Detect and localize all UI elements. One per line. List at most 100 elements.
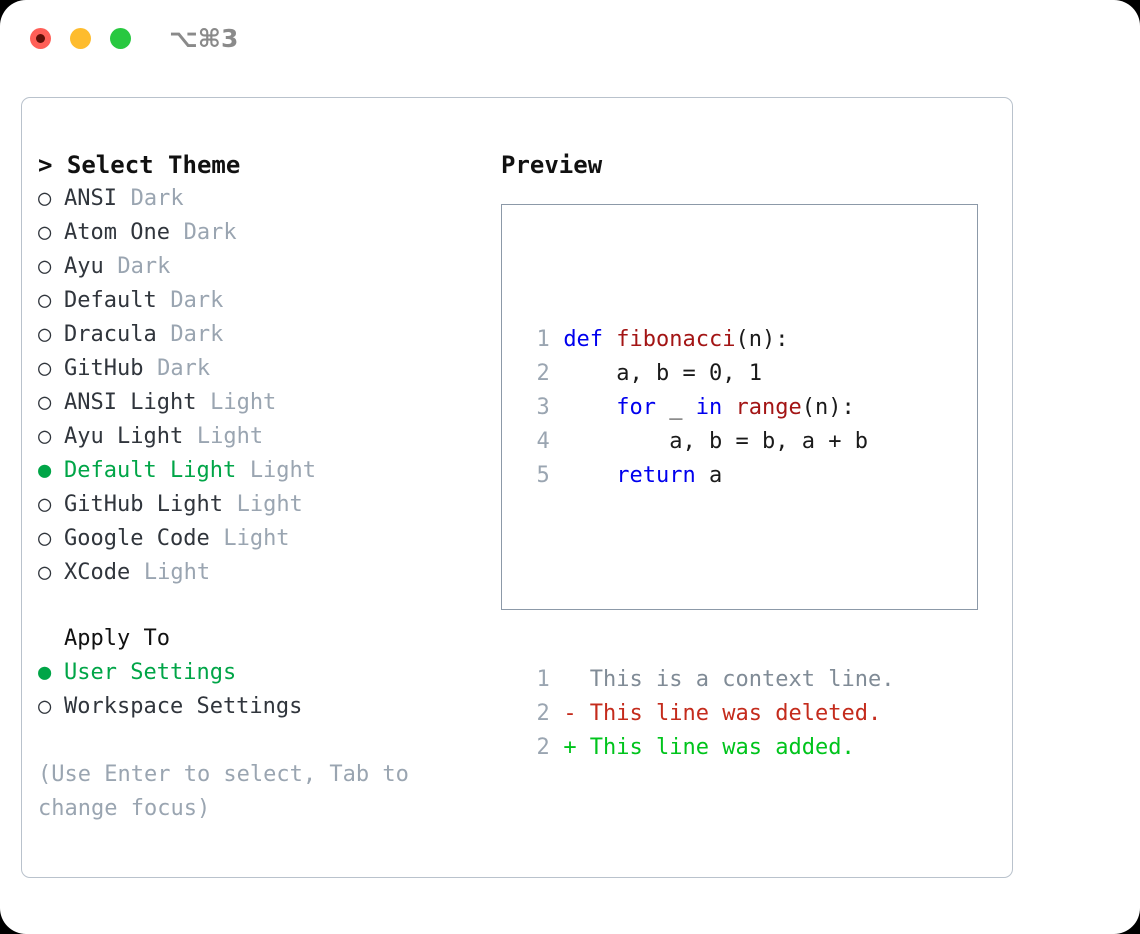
- code-line-text: a, b = b, a + b: [563, 425, 868, 459]
- theme-name-label: Ayu: [64, 254, 104, 279]
- code-line: 4 a, b = b, a + b: [520, 425, 894, 459]
- diff-line-number: 2: [536, 701, 550, 726]
- diff-line: 2 - This line was deleted.: [520, 697, 894, 731]
- code-line-text: a, b = 0, 1: [563, 357, 762, 391]
- code-diff-spacer: [520, 561, 894, 595]
- code-line-text: for _ in range(n):: [563, 391, 854, 425]
- code-token: a: [709, 463, 723, 488]
- diff-line-text-del: - This line was deleted.: [563, 701, 882, 726]
- code-token: return: [616, 463, 710, 488]
- apply-to-heading: Apply To: [64, 626, 170, 651]
- radio-unselected-icon[interactable]: ○: [38, 390, 52, 415]
- code-token: [563, 463, 616, 488]
- theme-name-label: GitHub: [64, 356, 144, 381]
- code-line: 2 a, b = 0, 1: [520, 357, 894, 391]
- preview-heading: Preview: [501, 151, 603, 179]
- code-token: [563, 395, 616, 420]
- code-token: (n):: [801, 395, 855, 420]
- theme-variant-badge: Dark: [117, 254, 171, 279]
- code-line-number: 5: [536, 463, 550, 488]
- radio-unselected-icon[interactable]: ○: [38, 220, 52, 245]
- theme-variant-badge: Light: [210, 390, 277, 415]
- radio-selected-icon[interactable]: ●: [38, 660, 52, 685]
- theme-name-label: ANSI Light: [64, 390, 197, 415]
- theme-name-label: Dracula: [64, 322, 157, 347]
- apply-to-option-workspace-settings[interactable]: ○ Workspace Settings: [38, 690, 488, 724]
- title-bar: ⌥⌘3: [0, 0, 1140, 78]
- radio-unselected-icon[interactable]: ○: [38, 560, 52, 585]
- code-token: (n):: [735, 327, 789, 352]
- radio-unselected-icon[interactable]: ○: [38, 186, 52, 211]
- theme-option-google-code[interactable]: ○ Google Code Light: [38, 522, 488, 556]
- diff-block: 1 This is a context line. 2 - This line wa…: [520, 663, 894, 765]
- theme-name-label: Google Code: [64, 526, 210, 551]
- theme-option-default-light[interactable]: ● Default Light Light: [38, 454, 488, 488]
- code-line-number: 3: [536, 395, 550, 420]
- theme-name-label: XCode: [64, 560, 131, 585]
- theme-variant-badge: Light: [223, 526, 290, 551]
- minimize-window-button[interactable]: [70, 28, 91, 49]
- apply-to-option-user-settings[interactable]: ● User Settings: [38, 656, 488, 690]
- theme-option-ansi[interactable]: ○ ANSI Dark: [38, 182, 488, 216]
- diff-line-text-ctx: This is a context line.: [563, 667, 895, 692]
- theme-option-xcode[interactable]: ○ XCode Light: [38, 556, 488, 590]
- diff-line: 1 This is a context line.: [520, 663, 894, 697]
- theme-variant-badge: Light: [196, 424, 264, 449]
- radio-unselected-icon[interactable]: ○: [38, 694, 52, 719]
- section-divider: [38, 590, 488, 622]
- code-token: a, b = b, a + b: [563, 429, 868, 454]
- traffic-lights: [30, 28, 131, 49]
- code-token: def: [563, 327, 617, 352]
- theme-name-label: Default: [64, 288, 157, 313]
- select-theme-heading: > Select Theme: [38, 151, 241, 179]
- code-token: for: [616, 395, 670, 420]
- theme-option-dracula[interactable]: ○ Dracula Dark: [38, 318, 488, 352]
- radio-unselected-icon[interactable]: ○: [38, 322, 52, 347]
- theme-variant-badge: Light: [143, 560, 211, 585]
- theme-name-label: Atom One: [64, 220, 170, 245]
- maximize-window-button[interactable]: [110, 28, 131, 49]
- radio-unselected-icon[interactable]: ○: [38, 492, 52, 517]
- radio-selected-icon[interactable]: ●: [38, 458, 52, 483]
- theme-option-ayu[interactable]: ○ Ayu Dark: [38, 250, 488, 284]
- radio-unselected-icon[interactable]: ○: [38, 288, 52, 313]
- code-line-number: 2: [536, 361, 550, 386]
- keyboard-hint-text: (Use Enter to select, Tab to change focu…: [38, 762, 409, 821]
- theme-variant-badge: Dark: [157, 356, 211, 381]
- radio-unselected-icon[interactable]: ○: [38, 526, 52, 551]
- theme-option-github[interactable]: ○ GitHub Dark: [38, 352, 488, 386]
- close-window-button[interactable]: [30, 28, 51, 49]
- theme-option-ansi-light[interactable]: ○ ANSI Light Light: [38, 386, 488, 420]
- code-token: range: [735, 395, 802, 420]
- theme-name-label: Default Light: [64, 458, 237, 483]
- apply-to-label: Workspace Settings: [64, 694, 303, 719]
- radio-unselected-icon[interactable]: ○: [38, 254, 52, 279]
- code-line-text: return a: [563, 459, 722, 493]
- theme-variant-badge: Light: [249, 458, 317, 483]
- theme-name-label: ANSI: [64, 186, 117, 211]
- apply-to-label: User Settings: [64, 660, 237, 685]
- theme-name-label: GitHub Light: [64, 492, 223, 517]
- code-line-text: def fibonacci(n):: [563, 323, 788, 357]
- code-line-number: 4: [536, 429, 550, 454]
- radio-unselected-icon[interactable]: ○: [38, 424, 52, 449]
- keyboard-shortcut-label: ⌥⌘3: [169, 24, 239, 53]
- code-token: _: [669, 395, 696, 420]
- radio-unselected-icon[interactable]: ○: [38, 356, 52, 381]
- code-token: in: [695, 395, 736, 420]
- theme-variant-badge: Dark: [170, 322, 224, 347]
- code-token: fibonacci: [616, 327, 736, 352]
- theme-variant-badge: Dark: [130, 186, 184, 211]
- diff-line-number: 1: [536, 667, 550, 692]
